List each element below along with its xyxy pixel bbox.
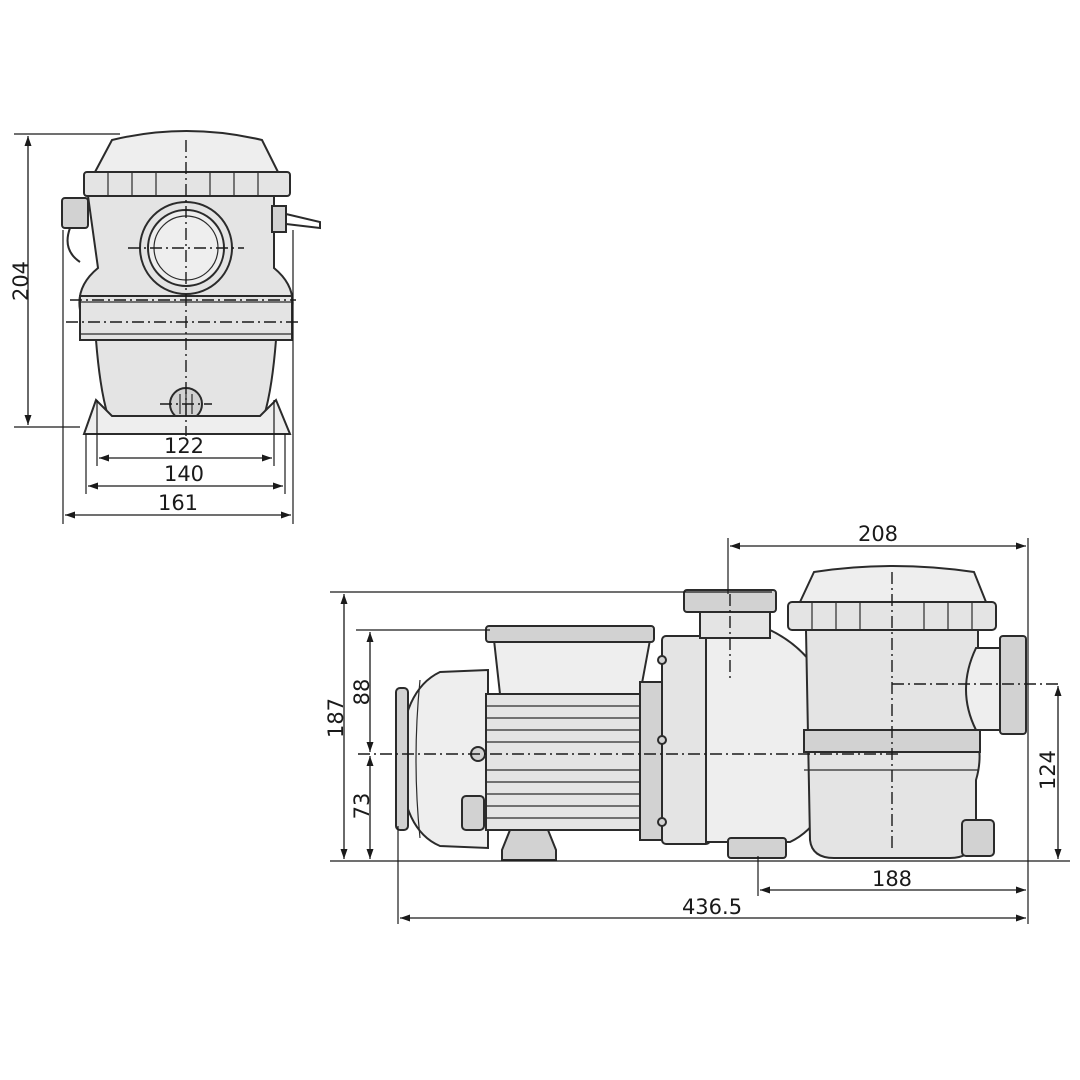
front-lid-ring-ribs <box>107 172 259 196</box>
front-height-label: 204 <box>9 261 33 301</box>
base-length-label: 188 <box>872 867 912 891</box>
strainer-lid-dome <box>798 565 988 603</box>
front-base-feet <box>82 398 292 435</box>
motor-cooling-fins <box>486 705 642 819</box>
motor-foot <box>501 829 557 861</box>
motor-body <box>485 693 643 831</box>
side-view: 208 187 88 73 124 188 436.5 <box>324 522 1070 924</box>
pump-flange-plate <box>661 635 711 845</box>
front-left-knob <box>61 197 89 229</box>
outlet-height-label: 124 <box>1036 750 1060 790</box>
motor-terminal-box <box>492 639 652 695</box>
front-lid-ring <box>83 171 291 197</box>
motor-lower-height-label: 73 <box>350 793 374 820</box>
motor-upper-height-label: 88 <box>350 679 374 706</box>
front-inner-width-label: 122 <box>164 434 204 458</box>
motor-lower-bracket <box>461 795 485 831</box>
side-total-height-label: 187 <box>324 698 348 738</box>
strainer-drain <box>961 819 995 857</box>
motor-flange <box>639 681 665 841</box>
strainer-inlet <box>965 647 1001 731</box>
front-right-cable-gland <box>271 205 287 233</box>
pump-lower-drain <box>727 837 787 859</box>
front-outer-width-label: 161 <box>158 491 198 515</box>
front-view: 204 122 140 161 <box>9 130 321 524</box>
total-length-label: 436.5 <box>682 895 742 919</box>
strainer-width-label: 208 <box>858 522 898 546</box>
front-middle-width-label: 140 <box>164 462 204 486</box>
strainer-inlet-collar <box>999 635 1027 735</box>
motor-terminal-lid <box>485 625 655 643</box>
